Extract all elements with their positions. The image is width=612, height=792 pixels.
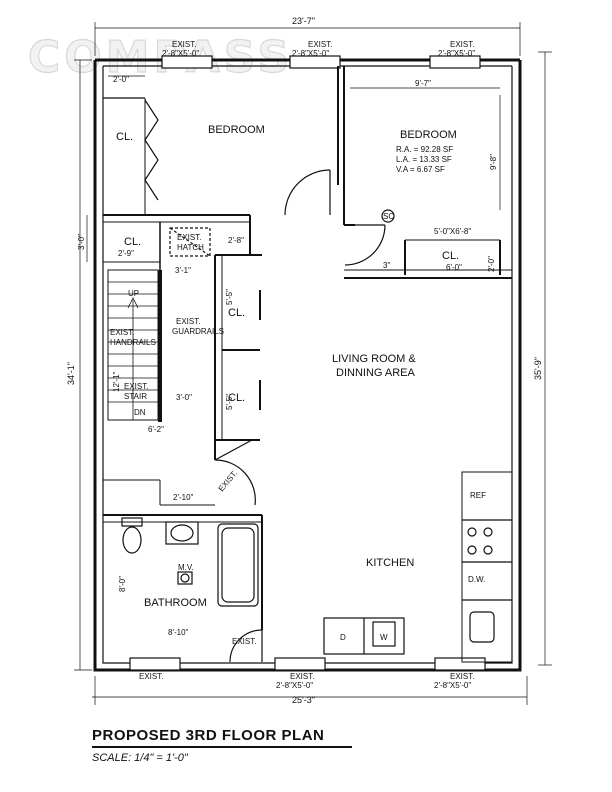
dimension-lines (74, 22, 552, 705)
window-bot3-a: EXIST. (450, 672, 474, 681)
room-kitchen: KITCHEN (366, 557, 414, 569)
window-bot2-a: EXIST. (290, 672, 314, 681)
dim-3-0: 3'-0" (176, 393, 192, 402)
window-top1-b: 2'-8"X5'-0" (162, 49, 199, 58)
dim-top-overall: 23'-7" (292, 16, 315, 26)
dim-3: 3" (383, 261, 390, 270)
room-bathroom: BATHROOM (144, 597, 207, 609)
closet-bedroom-left: CL. (116, 131, 133, 143)
note-handrails-a: EXIST. (110, 328, 134, 337)
note-guardrails-a: EXIST. (176, 317, 200, 326)
plan-scale: SCALE: 1/4" = 1'-0" (92, 752, 188, 764)
note-handrails-b: HANDRAILS (110, 338, 156, 347)
closet-center-lower: CL. (228, 392, 245, 404)
note-mv: M.V. (178, 563, 194, 572)
room-living-line2: DINNING AREA (336, 367, 416, 379)
note-hatch-a: EXIST. (177, 233, 201, 242)
window-bot3-b: 2'-8"X5'-0" (434, 681, 471, 690)
dim-right-overall: 35'-9" (533, 357, 543, 380)
dim-cl-2-8: 2'-8" (228, 236, 244, 245)
dim-cl-2-9: 2'-9" (118, 249, 134, 258)
walls (93, 55, 522, 672)
room-bedroom-left: BEDROOM (208, 124, 265, 136)
note-sc: SC (383, 212, 394, 221)
dim-2-0v: 2'-0" (487, 256, 496, 272)
room-living-line1: LIVING ROOM & (332, 353, 416, 365)
dim-bed-9-8: 9'-8" (489, 154, 498, 170)
title-underline (92, 746, 352, 748)
window-bot1: EXIST. (139, 672, 163, 681)
note-guardrails-b: GUARDRAILS (172, 327, 224, 336)
dim-12-1: 12'-1" (112, 371, 121, 392)
bedroom-va: V.A = 6.67 SF (396, 165, 445, 174)
window-bot2-b: 2'-8"X5'-0" (276, 681, 313, 690)
dim-2-10: 2'-10" (173, 493, 194, 502)
window-top1-a: EXIST. (172, 40, 196, 49)
dim-3-0-left: 3'-0" (77, 234, 86, 250)
note-hatch-b: HATCH (177, 243, 204, 252)
dim-5-5a: 5'-5" (225, 289, 234, 305)
dim-bottom-overall: 25'-3" (292, 695, 315, 705)
window-top2-b: 2'-8"X5'-0" (292, 49, 329, 58)
dim-6-2: 6'-2" (148, 425, 164, 434)
dim-left-overall: 34'-1" (66, 362, 76, 385)
dim-5-5b: 5'-5" (225, 394, 234, 410)
note-exist-bath-door: EXIST. (232, 637, 256, 646)
closet-stair: CL. (124, 236, 141, 248)
window-top2-a: EXIST. (308, 40, 332, 49)
dim-8-0: 8'-0" (118, 576, 127, 592)
dim-bed-9-7: 9'-7" (415, 79, 431, 88)
room-bedroom-right: BEDROOM (400, 129, 457, 141)
window-top3-a: EXIST. (450, 40, 474, 49)
appliance-dw: D.W. (468, 575, 485, 584)
appliance-ref: REF (470, 491, 486, 500)
closet-center-upper: CL. (228, 307, 245, 319)
plan-title: PROPOSED 3RD FLOOR PLAN (92, 727, 325, 744)
appliance-dryer: D (340, 633, 346, 642)
note-up: UP (128, 289, 139, 298)
window-top3-b: 2'-8"X5'-0" (438, 49, 475, 58)
closet-bedroom-right: CL. (442, 250, 459, 262)
bedroom-la: L.A. = 13.33 SF (396, 155, 452, 164)
dim-6-0: 6'-0" (446, 263, 462, 272)
dim-bed-2-0: 2'-0" (113, 75, 129, 84)
dim-8-10: 8'-10" (168, 628, 189, 637)
note-stair-a: EXIST. (124, 382, 148, 391)
dim-3-1: 3'-1" (175, 266, 191, 275)
note-stair-b: STAIR (124, 392, 147, 401)
dim-5-0x6-8: 5'-0"X6'-8" (434, 227, 471, 236)
appliance-washer: W (380, 633, 388, 642)
note-exist-door: EXIST. (217, 469, 240, 494)
watermark: COMPASS (28, 32, 293, 83)
bedroom-ra: R.A. = 92.28 SF (396, 145, 453, 154)
note-dn: DN (134, 408, 146, 417)
